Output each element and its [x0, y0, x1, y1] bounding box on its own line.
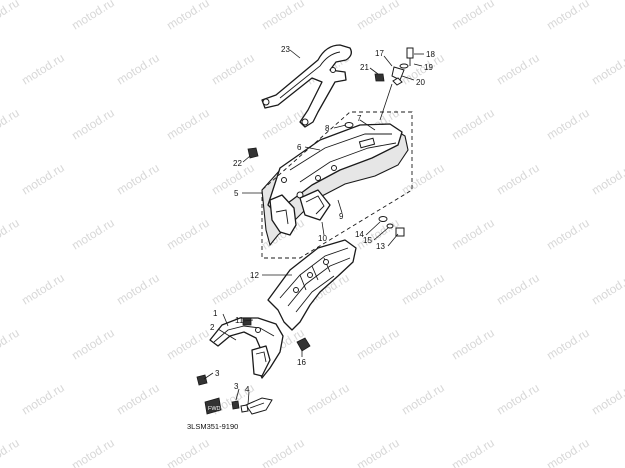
callout-2: 2	[210, 323, 215, 332]
watermark-text: motod.ru	[259, 0, 307, 33]
watermark-text: motod.ru	[449, 106, 497, 143]
watermark-text: motod.ru	[259, 436, 307, 468]
watermark-text: motod.ru	[0, 326, 22, 363]
watermark-text: motod.ru	[114, 51, 162, 88]
callout-13: 13	[376, 242, 385, 251]
watermark-text: motod.ru	[494, 381, 542, 418]
callout-1: 1	[213, 309, 218, 318]
watermark-text: motod.ru	[544, 216, 592, 253]
callout-labels: 1 2 3 3 4 5 6 7 8 9 10 11 12 13 14 15 16…	[210, 45, 435, 394]
watermark-text: motod.ru	[114, 161, 162, 198]
leader-lines	[203, 49, 424, 405]
watermark-text: motod.ru	[589, 271, 625, 308]
watermark-text: motod.ru	[0, 0, 22, 33]
watermark-text: motod.ru	[354, 326, 402, 363]
watermark-text: motod.ru	[114, 271, 162, 308]
watermark-text: motod.ru	[19, 51, 67, 88]
watermark-text: motod.ru	[304, 381, 352, 418]
watermark-text: motod.ru	[69, 326, 117, 363]
watermark-text: motod.ru	[589, 381, 625, 418]
watermark-text: motod.ru	[0, 106, 22, 143]
diagram-code: 3LSM351-9190	[187, 422, 238, 431]
grommet-16	[296, 337, 311, 352]
inner-fender	[267, 239, 357, 331]
watermark-text: motod.ru	[449, 216, 497, 253]
watermark-text: motod.ru	[209, 51, 257, 88]
top-hardware	[374, 47, 414, 86]
watermark-text: motod.ru	[354, 436, 402, 468]
watermark-text: motod.ru	[19, 381, 67, 418]
side-hardware	[344, 122, 405, 237]
watermark-text: motod.ru	[69, 106, 117, 143]
callout-21: 21	[360, 63, 369, 72]
callout-15: 15	[363, 236, 372, 245]
watermark-text: motod.ru	[164, 0, 212, 33]
bolt-3-left	[196, 374, 208, 386]
grab-bar	[261, 44, 352, 128]
watermark-text: motod.ru	[0, 216, 22, 253]
watermark-text: motod.ru	[449, 436, 497, 468]
watermark-text: motod.ru	[69, 216, 117, 253]
watermark-text: motod.ru	[449, 326, 497, 363]
bracket-bottom	[231, 397, 273, 415]
callout-12: 12	[250, 271, 259, 280]
watermark-text: motod.ru	[589, 161, 625, 198]
watermark-text: motod.ru	[354, 0, 402, 33]
callout-11: 11	[235, 316, 244, 325]
watermark-text: motod.ru	[494, 161, 542, 198]
callout-10: 10	[318, 234, 327, 243]
front-fender	[209, 317, 284, 379]
watermark-text: motod.ru	[0, 436, 22, 468]
watermark-text: motod.ru	[494, 271, 542, 308]
callout-7: 7	[357, 114, 362, 123]
callout-18: 18	[426, 50, 435, 59]
callout-8: 8	[325, 124, 330, 133]
nut-22	[247, 147, 259, 159]
watermark-text: motod.ru	[114, 381, 162, 418]
callout-22: 22	[233, 159, 242, 168]
watermark-text: motod.ru	[544, 106, 592, 143]
watermark-text: motod.ru	[164, 106, 212, 143]
watermark-text: motod.ru	[544, 326, 592, 363]
watermark-text: motod.ru	[544, 0, 592, 33]
watermark-text: motod.ru	[164, 326, 212, 363]
watermark-text: motod.ru	[259, 106, 307, 143]
watermark-text: motod.ru	[19, 161, 67, 198]
watermark-text: motod.ru	[544, 436, 592, 468]
watermark-text: motod.ru	[589, 51, 625, 88]
watermark-text: motod.ru	[399, 381, 447, 418]
rear-fender	[261, 123, 409, 247]
watermark-text: motod.ru	[449, 0, 497, 33]
callout-16: 16	[297, 358, 306, 367]
fwd-marker: FWD	[204, 397, 222, 415]
callout-5: 5	[234, 189, 239, 198]
watermark-text: motod.ru	[164, 436, 212, 468]
fwd-label: FWD	[208, 406, 221, 412]
callout-6: 6	[297, 143, 302, 152]
watermark-text: motod.ru	[494, 51, 542, 88]
callout-3-bottom: 3	[234, 382, 239, 391]
watermark-text: motod.ru	[69, 436, 117, 468]
callout-14: 14	[355, 230, 364, 239]
watermark-text: motod.ru	[399, 271, 447, 308]
callout-17: 17	[375, 49, 384, 58]
watermark-text: motod.ru	[69, 0, 117, 33]
callout-3-left: 3	[215, 369, 220, 378]
callout-9: 9	[339, 212, 344, 221]
watermark-text: motod.ru	[164, 216, 212, 253]
callout-23: 23	[281, 45, 290, 54]
callout-19: 19	[424, 63, 433, 72]
watermark-text: motod.ru	[399, 161, 447, 198]
callout-4: 4	[245, 385, 250, 394]
callout-20: 20	[416, 78, 425, 87]
watermark-text: motod.ru	[19, 271, 67, 308]
